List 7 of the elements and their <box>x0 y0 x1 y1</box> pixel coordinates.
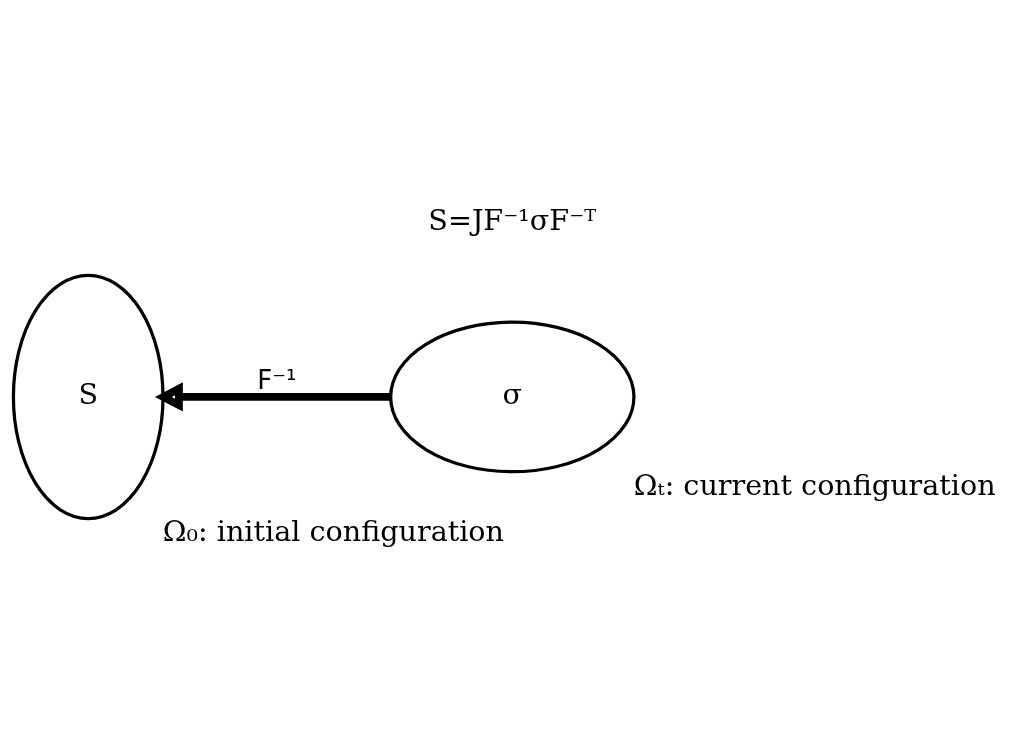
node-label: Ωₜ: current configuration <box>633 467 996 502</box>
node-ellipse: σ <box>389 320 636 473</box>
arrow <box>154 381 391 412</box>
edge-label: F⁻¹ <box>257 364 297 395</box>
node-ellipse: S <box>11 273 165 520</box>
node-label: Ω₀: initial configuration <box>162 513 504 548</box>
label: S=JF⁻¹σF⁻ᵀ <box>428 202 597 237</box>
